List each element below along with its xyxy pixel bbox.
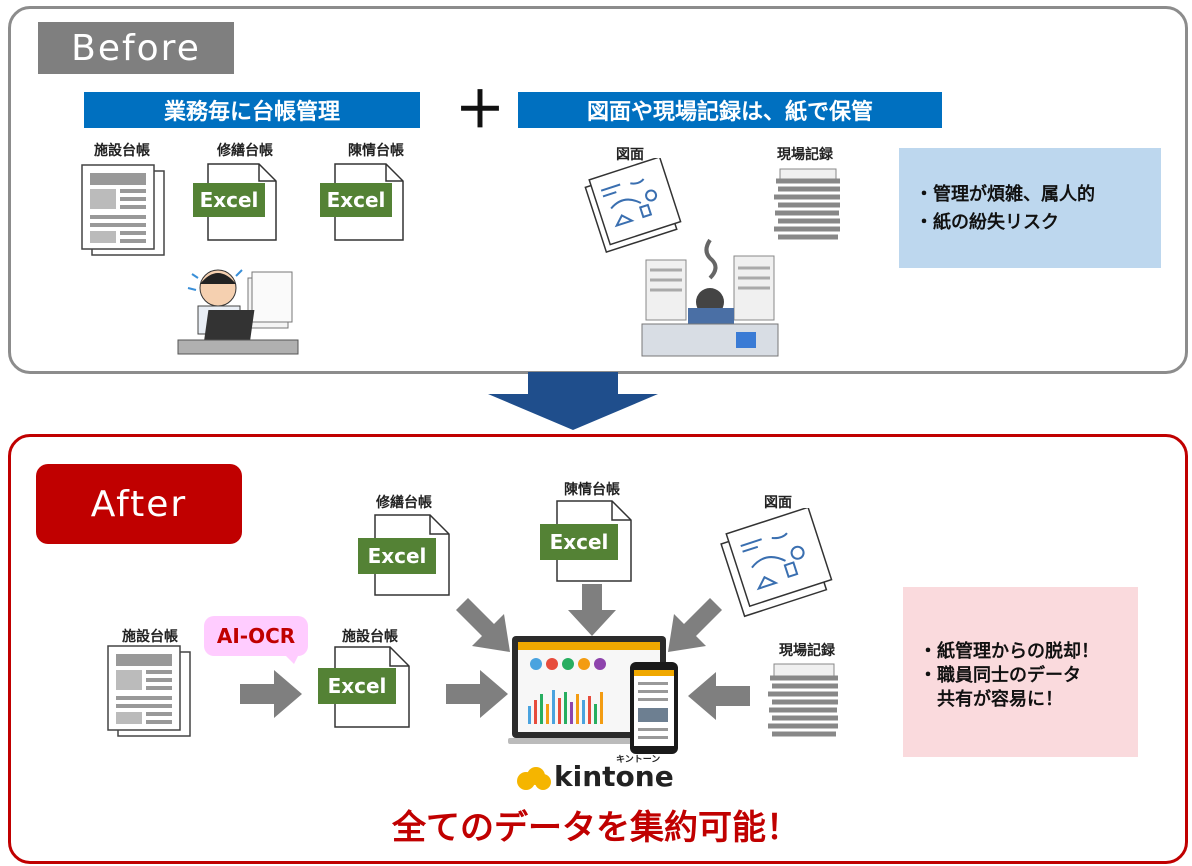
excel-file-icon-repair: Excel <box>193 163 283 243</box>
paper-document-icon <box>107 645 191 737</box>
conclusion-text: 全てのデータを集約可能！ <box>392 808 800 848</box>
arrow-right-icon <box>240 670 302 718</box>
arrow-left-icon <box>688 672 750 720</box>
label-site-records: 現場記録 <box>779 643 835 659</box>
plus-sign: ＋ <box>455 81 505 139</box>
drawing-paper-icon <box>720 508 833 618</box>
after-benefit-line: 共有が容易に！ <box>919 689 1063 710</box>
after-benefits-box: ・紙管理からの脱却！ ・職員同士のデータ 共有が容易に！ <box>903 587 1138 757</box>
label-drawing: 図面 <box>764 495 792 511</box>
excel-badge: Excel <box>320 183 392 217</box>
excel-file-icon-facility: Excel <box>318 646 414 730</box>
arrow-diagonal-down-left-icon <box>668 598 722 652</box>
arrow-diagonal-down-right-icon <box>456 598 510 652</box>
kintone-logo: kintone キントーン <box>516 755 674 794</box>
after-benefit-line: ・紙管理からの脱却！ <box>919 641 1099 662</box>
kintone-ruby: キントーン <box>616 755 661 765</box>
excel-badge: Excel <box>193 183 265 217</box>
paper-heading: 図面や現場記録は、紙で保管 <box>518 92 942 128</box>
label-drawing: 図面 <box>616 147 644 163</box>
label-petition-ledger: 陳情台帳 <box>348 143 404 159</box>
kintone-cloud-icon <box>517 767 551 790</box>
before-tag: Before <box>38 22 234 74</box>
excel-file-icon-petition: Excel <box>320 163 410 243</box>
paper-stack-icon <box>768 663 838 737</box>
before-issue-line: ・紙の紛失リスク <box>915 212 1059 233</box>
label-petition-ledger: 陳情台帳 <box>564 482 620 498</box>
label-repair-ledger: 修繕台帳 <box>376 495 432 511</box>
ledger-heading: 業務毎に台帳管理 <box>84 92 420 128</box>
after-tag: After <box>36 464 242 544</box>
label-repair-ledger: 修繕台帳 <box>217 143 273 159</box>
drawing-paper-icon <box>584 158 682 254</box>
label-facility-ledger: 施設台帳 <box>94 143 150 159</box>
overwhelmed-worker-illustration <box>641 238 779 357</box>
down-arrow-icon <box>488 372 658 430</box>
label-site-records: 現場記録 <box>777 147 833 163</box>
excel-badge: Excel <box>358 538 436 574</box>
ai-ocr-label: AI-OCR <box>216 624 296 648</box>
arrow-down-icon <box>568 584 616 636</box>
excel-file-icon-petition: Excel <box>540 500 636 584</box>
stressed-worker-illustration <box>177 269 299 355</box>
kintone-wordmark: kintone <box>554 760 674 793</box>
after-benefit-line: ・職員同士のデータ <box>919 665 1081 686</box>
kintone-app-screens-illustration <box>508 636 678 754</box>
excel-badge: Excel <box>540 524 618 560</box>
excel-file-icon-repair: Excel <box>358 514 454 598</box>
before-issues-box: ・管理が煩雑、属人的 ・紙の紛失リスク <box>899 148 1161 268</box>
paper-stack-icon <box>774 168 840 240</box>
paper-document-icon <box>81 164 165 256</box>
label-facility-ledger-excel: 施設台帳 <box>342 629 398 645</box>
excel-badge: Excel <box>318 668 396 704</box>
ai-ocr-callout: AI-OCR <box>204 616 308 666</box>
arrow-right-icon <box>446 670 508 718</box>
label-facility-ledger-paper: 施設台帳 <box>122 629 178 645</box>
before-issue-line: ・管理が煩雑、属人的 <box>915 184 1095 205</box>
